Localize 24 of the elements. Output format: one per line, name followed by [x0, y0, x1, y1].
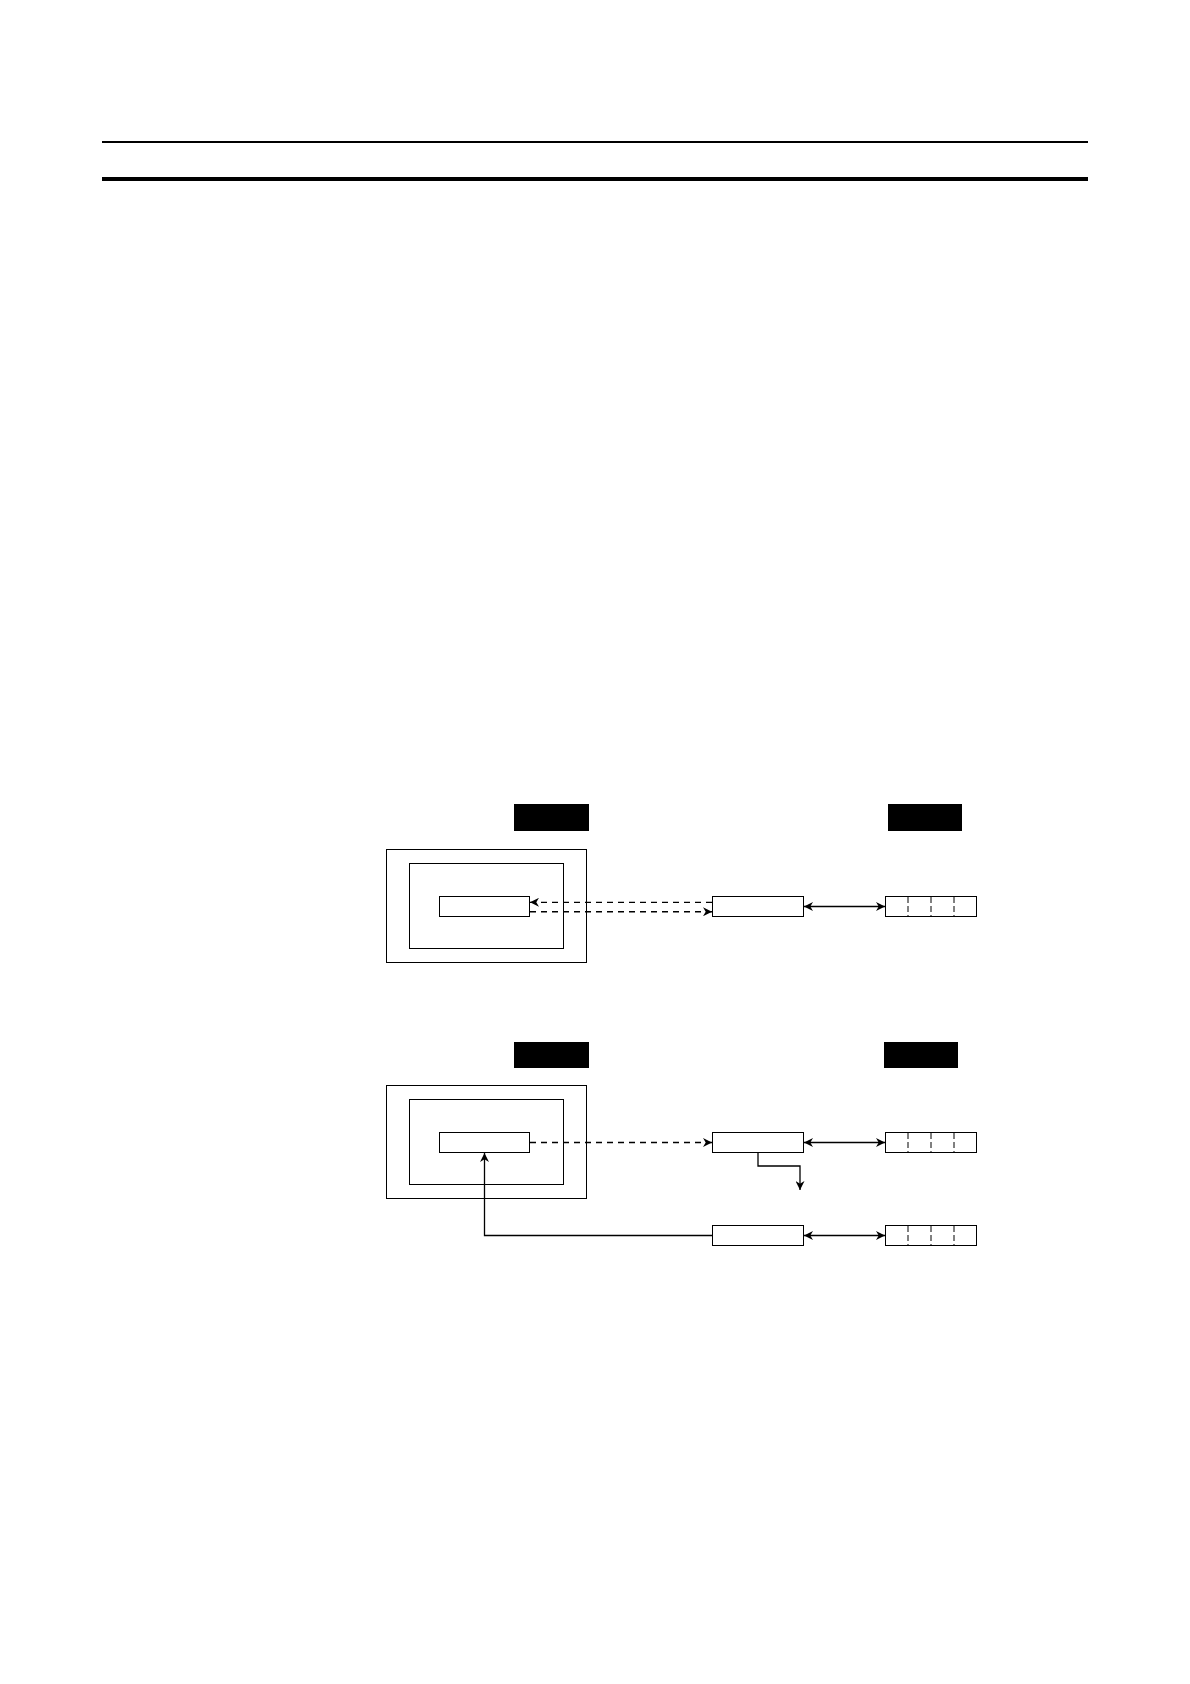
arrow — [803, 1138, 886, 1147]
rectangle-box — [712, 896, 804, 917]
rectangle-box — [409, 863, 564, 949]
filled-bar — [884, 1042, 958, 1068]
filled-bar — [514, 804, 589, 831]
dashed-arrow — [529, 1138, 713, 1147]
arrow — [803, 1231, 886, 1240]
dashed-arrow — [529, 907, 713, 917]
segmented-register-box — [885, 1132, 977, 1153]
arrow — [803, 902, 886, 911]
segmented-register-box — [885, 896, 977, 917]
rectangle-box — [439, 896, 530, 917]
rectangle-box — [386, 849, 587, 963]
segmented-register-box — [885, 1225, 977, 1246]
rectangle-box — [712, 1225, 804, 1246]
rectangle-box — [439, 1132, 530, 1153]
filled-bar — [888, 804, 962, 831]
arrow — [480, 1152, 713, 1237]
rectangle-box — [409, 1099, 564, 1185]
filled-bar — [514, 1042, 589, 1068]
rectangle-box — [386, 1085, 587, 1199]
dashed-arrow — [529, 897, 713, 907]
arrow — [757, 1152, 805, 1191]
rectangle-box — [712, 1132, 804, 1153]
